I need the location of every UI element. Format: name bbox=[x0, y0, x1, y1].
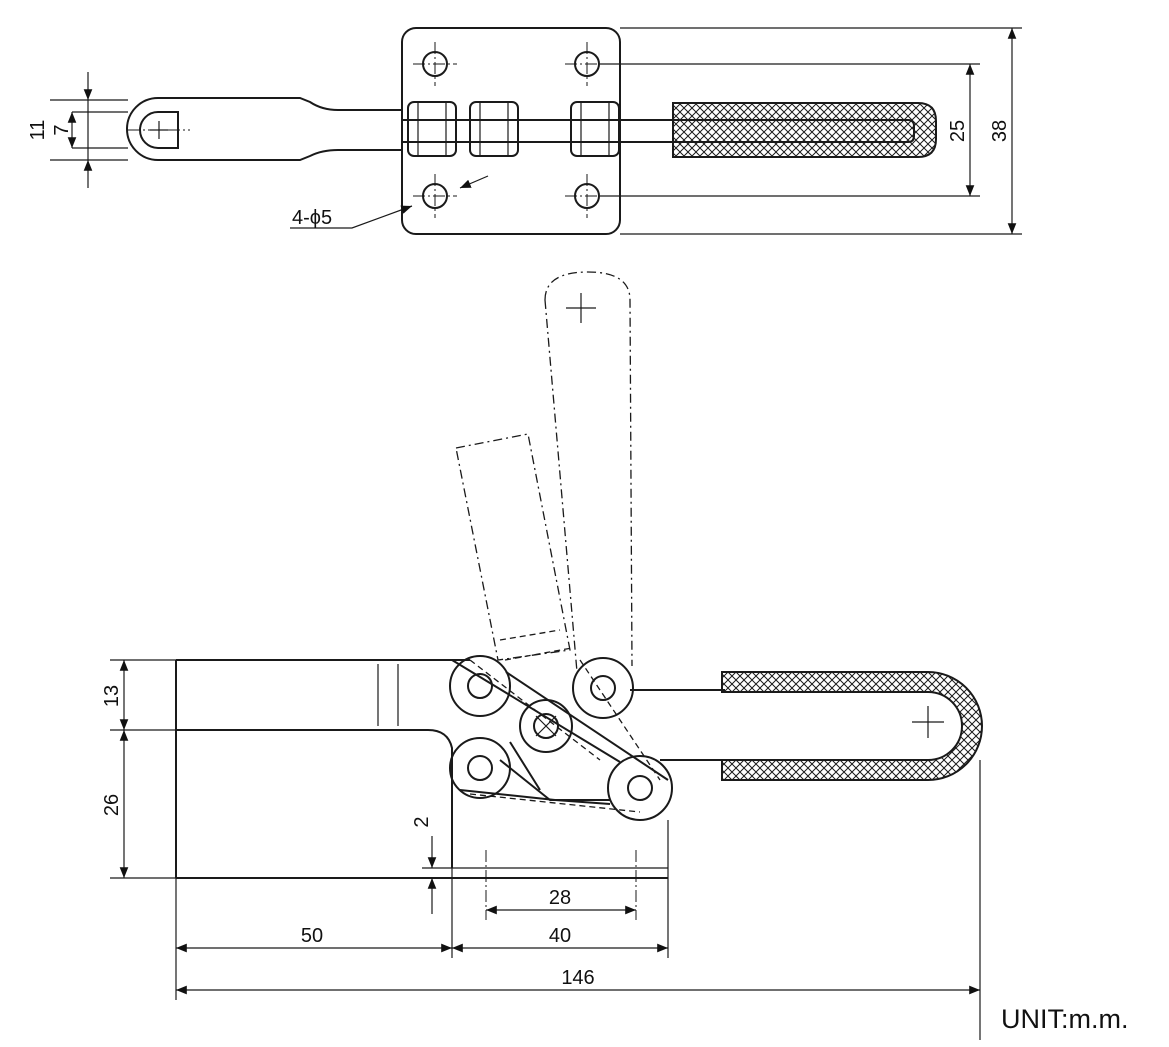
clamp-arm bbox=[126, 97, 402, 161]
dim-40: 40 bbox=[549, 925, 571, 947]
dim-38: 38 bbox=[989, 120, 1011, 142]
unit-label: UNIT:m.m. bbox=[1001, 1004, 1129, 1034]
pivot-pins bbox=[407, 101, 620, 157]
open-position-phantom bbox=[455, 271, 633, 673]
dim-146: 146 bbox=[561, 967, 594, 989]
handle-grip bbox=[672, 102, 937, 158]
clamp-base bbox=[175, 659, 668, 879]
linkage bbox=[449, 655, 673, 821]
top-view: 11 7 25 38 4-ϕ5 bbox=[27, 27, 1022, 235]
hole-callout: 4-ϕ5 bbox=[292, 207, 332, 229]
dim-26: 26 bbox=[101, 794, 123, 816]
dim-11: 11 bbox=[27, 120, 49, 141]
dim-2: 2 bbox=[411, 816, 433, 827]
dim-25: 25 bbox=[947, 120, 969, 142]
dim-28: 28 bbox=[549, 887, 571, 909]
dim-7: 7 bbox=[51, 124, 73, 135]
side-view: 13 26 2 28 50 40 146 bbox=[101, 271, 983, 1040]
handle-bar bbox=[402, 119, 675, 143]
handle-grip-closed bbox=[721, 671, 983, 781]
mounting-holes bbox=[413, 42, 609, 218]
handle-bar-closed bbox=[630, 689, 725, 761]
dim-13: 13 bbox=[101, 685, 123, 707]
dim-50: 50 bbox=[301, 925, 323, 947]
